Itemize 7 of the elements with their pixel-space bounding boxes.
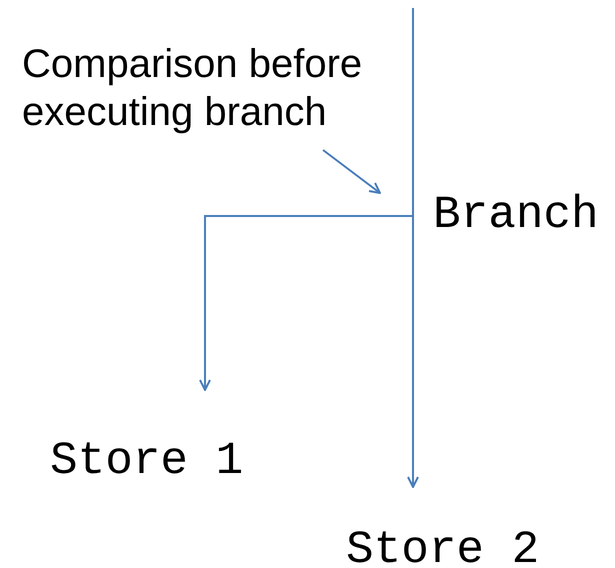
arrow xyxy=(407,8,419,488)
store-label: Store 2 xyxy=(346,527,540,568)
arrow xyxy=(199,215,413,391)
leader-line xyxy=(322,149,381,194)
branch-label: Branch xyxy=(433,192,600,238)
store-label: Store 1 xyxy=(50,438,244,484)
annotation-text: Comparison before executing branch xyxy=(22,41,364,136)
